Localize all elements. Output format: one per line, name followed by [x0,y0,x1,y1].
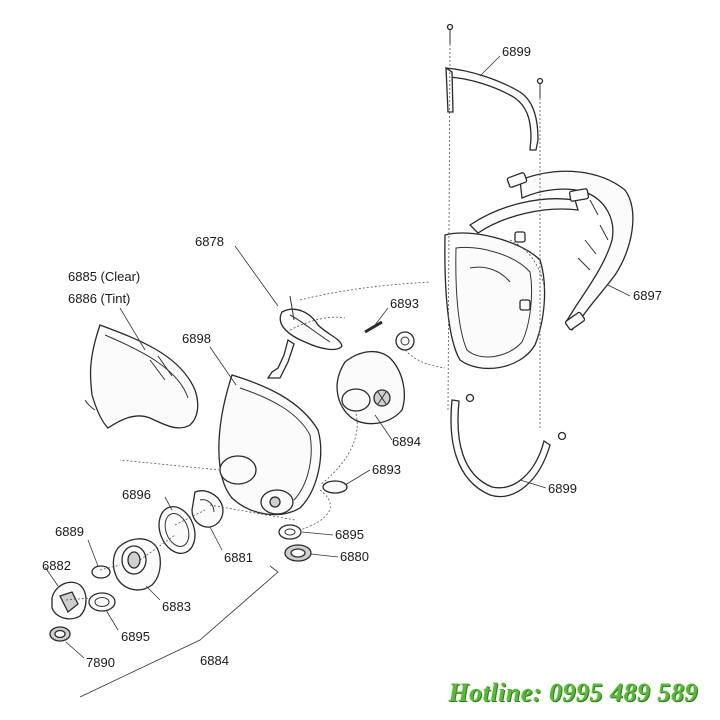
label-6883: 6883 [162,599,191,614]
label-6899-top: 6899 [502,44,531,59]
part-labels: 6899 6897 6878 6885 (Clear) 6886 (Tint) … [42,44,662,670]
head-harness-6897 [444,170,634,370]
lens-6885-6886 [84,324,199,429]
valve-6893-top [364,320,415,351]
nose-cup-6894 [336,351,405,425]
gasket-6895-left [88,592,116,612]
gasket-6895-right [278,524,302,540]
label-6885: 6885 (Clear) [68,269,140,284]
label-6895-left: 6895 [121,629,150,644]
label-6896: 6896 [122,487,151,502]
face-seal-6898 [119,374,322,516]
label-6893-top: 6893 [390,296,419,311]
assembly-axes [65,239,546,601]
label-6889: 6889 [55,524,84,539]
label-7890: 7890 [86,655,115,670]
label-6897: 6897 [633,288,662,303]
label-6898: 6898 [182,331,211,346]
label-6882: 6882 [42,558,71,573]
label-6894: 6894 [392,434,421,449]
label-6880: 6880 [340,549,369,564]
nose-cup-6878 [266,295,343,379]
label-6893-bottom: 6893 [372,462,401,477]
leader-lines [44,55,631,698]
label-6878: 6878 [195,234,224,249]
strap-6899-top [445,23,544,430]
label-6881: 6881 [224,550,253,565]
cap-6882 [51,581,87,620]
gasket-6896 [158,506,196,554]
ring-7890 [49,626,71,642]
hotline-watermark: Hotline: 0995 489 589 [448,678,698,707]
label-6895-right: 6895 [335,527,364,542]
disc-6889 [91,565,111,579]
label-6886: 6886 (Tint) [68,291,130,306]
adapter-6883 [112,538,161,591]
label-6884: 6884 [200,653,229,668]
valve-6893-bottom [322,480,348,494]
strap-6899-bottom [450,393,567,498]
ring-6880 [284,544,312,562]
label-6899-bottom: 6899 [548,481,577,496]
port-6881 [191,490,224,528]
